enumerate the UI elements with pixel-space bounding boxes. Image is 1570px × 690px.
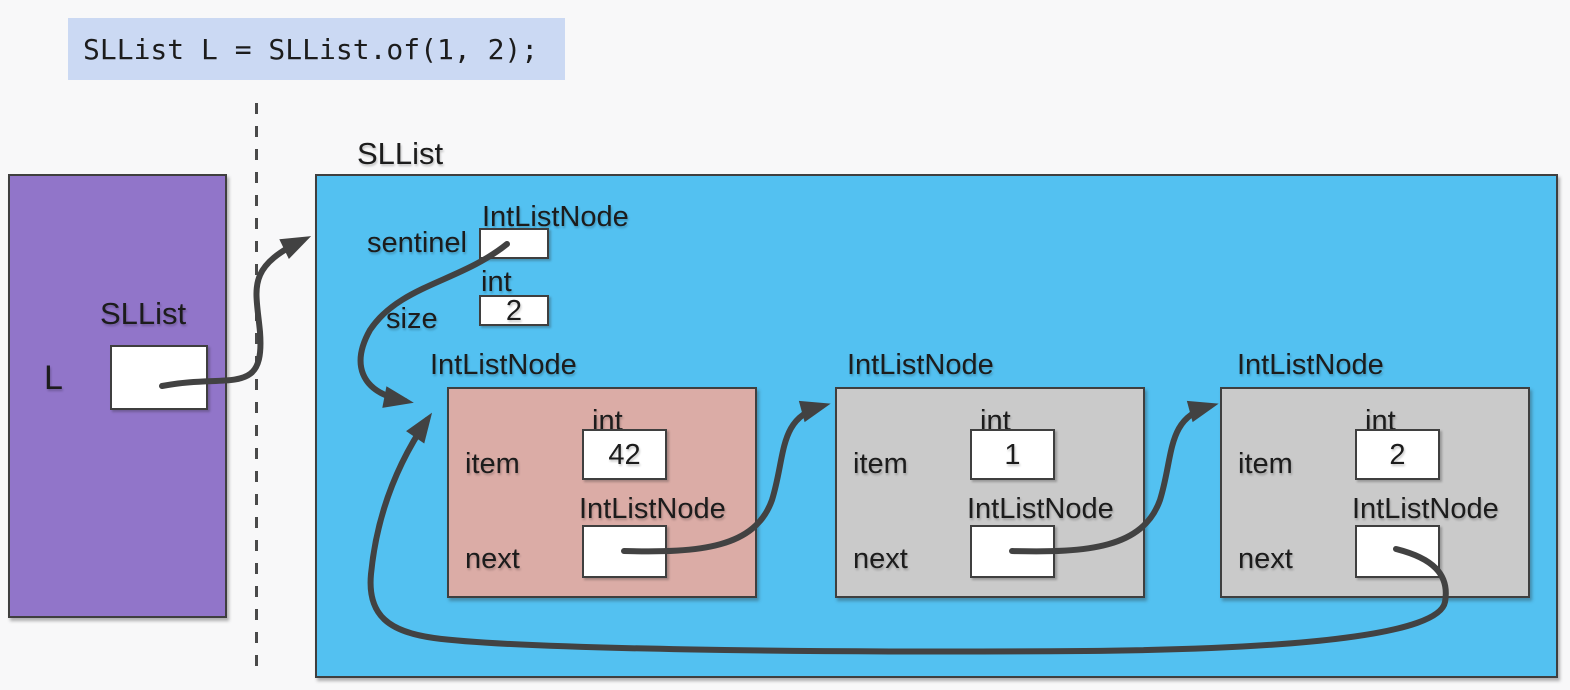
node-3-next-field-label: next (1238, 543, 1293, 575)
code-text: SLList L = SLList.of(1, 2); (83, 32, 539, 66)
node-3-box: int item 2 IntListNode next (1220, 387, 1530, 598)
list-node-2: IntListNode int item 1 IntListNode next (835, 350, 1145, 598)
node-1-box: int item 42 IntListNode next (447, 387, 757, 598)
sentinel-type-label: IntListNode (482, 201, 629, 233)
node-2-item-field-label: item (853, 448, 908, 480)
node-2-box: int item 1 IntListNode next (835, 387, 1145, 598)
size-value: 2 (505, 295, 523, 327)
node-2-title: IntListNode (847, 349, 994, 381)
variable-l-label: L (44, 359, 63, 397)
node-2-next-pointer-box (970, 525, 1055, 578)
node-1-item-field-label: item (465, 448, 520, 480)
node-1-item-value-box: 42 (582, 429, 667, 480)
node-1-next-field-label: next (465, 543, 520, 575)
size-field-label: size (386, 303, 438, 335)
stack-sllist-type-label: SLList (100, 296, 187, 331)
node-3-title: IntListNode (1237, 349, 1384, 381)
node-2-next-type-label: IntListNode (967, 493, 1114, 525)
code-snippet-box: SLList L = SLList.of(1, 2); (68, 18, 565, 80)
node-2-item-value-box: 1 (970, 429, 1055, 480)
stack-frame-box: SLList L (8, 174, 227, 618)
list-node-1: IntListNode int item 42 IntListNode next (430, 350, 757, 598)
node-1-next-pointer-box (582, 525, 667, 578)
sentinel-field-label: sentinel (367, 227, 467, 259)
size-type-label: int (481, 266, 512, 298)
node-3-next-pointer-box (1355, 525, 1440, 578)
size-value-box: 2 (479, 295, 549, 326)
node-1-title: IntListNode (430, 349, 577, 381)
node-1-next-type-label: IntListNode (579, 493, 726, 525)
node-2-item-value: 1 (1004, 439, 1021, 471)
sllist-object-title: SLList (357, 136, 444, 171)
node-3-item-value: 2 (1389, 439, 1406, 471)
list-node-3: IntListNode int item 2 IntListNode next (1220, 350, 1530, 598)
node-3-item-field-label: item (1238, 448, 1293, 480)
node-3-next-type-label: IntListNode (1352, 493, 1499, 525)
variable-l-pointer-box (110, 345, 208, 410)
node-1-item-value: 42 (608, 439, 641, 471)
sentinel-pointer-box (479, 228, 549, 259)
node-2-next-field-label: next (853, 543, 908, 575)
node-3-item-value-box: 2 (1355, 429, 1440, 480)
